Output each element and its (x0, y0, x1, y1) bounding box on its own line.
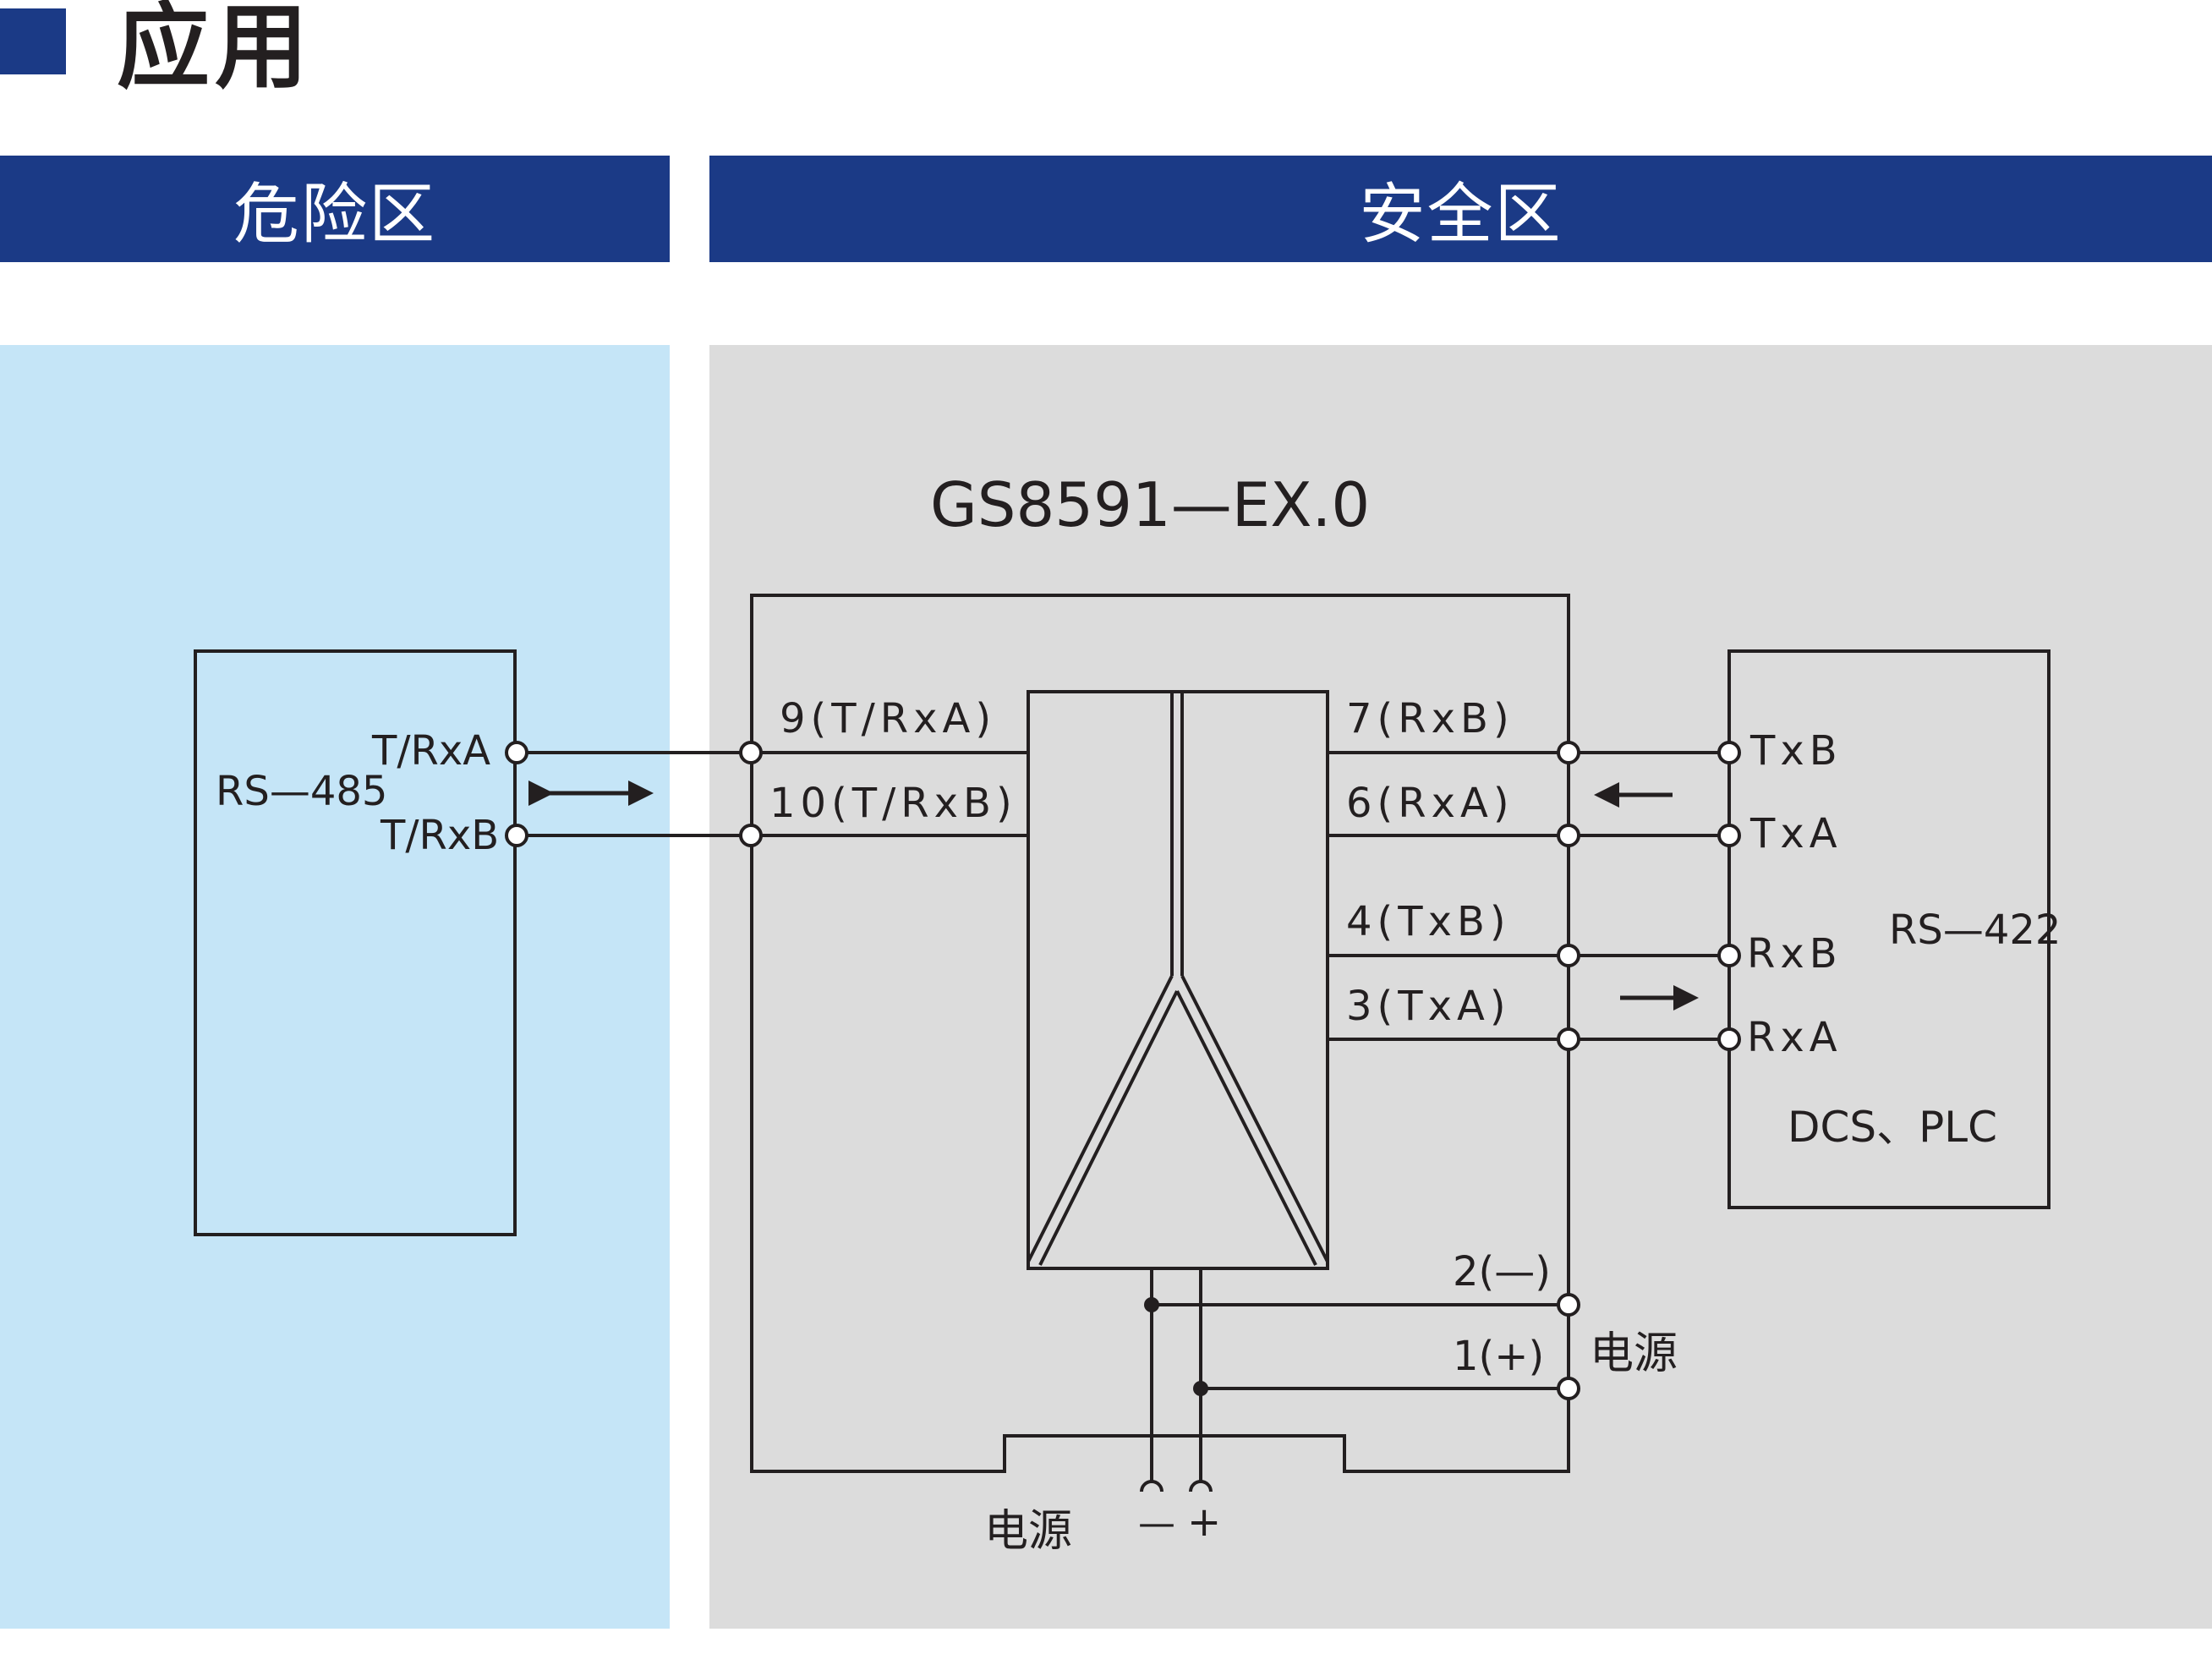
rs422-device-box (1727, 649, 2050, 1209)
safe-zone-header: 安全区 (709, 156, 2212, 262)
dcs-plc-label: DCS、PLC (1788, 1103, 1997, 1152)
power-side-label: 电源 (1590, 1328, 1678, 1379)
rs485-terminal-b-label: T/RxB (380, 812, 499, 859)
terminal-rs422-txa (1717, 824, 1741, 847)
terminal-6 (1557, 824, 1580, 847)
power-bottom-label: 电源 (984, 1506, 1072, 1557)
rs422-txb-label: TxB (1749, 727, 1842, 775)
terminal-4 (1557, 944, 1580, 967)
terminal-7 (1557, 741, 1580, 764)
plus-label: + (1187, 1498, 1221, 1546)
terminal-rs485-b (505, 824, 528, 847)
terminal-rs422-txb (1717, 741, 1741, 764)
terminal-circles (505, 741, 1741, 1400)
model-label: GS8591—EX.0 (930, 469, 1370, 540)
pin6-label: 6(RxA) (1346, 780, 1514, 827)
isolation-barrier-symbol (1027, 692, 1329, 1266)
isolator-housing (750, 594, 1570, 1473)
pin9-label: 9(T/RxA) (780, 695, 996, 742)
pin3-label: 3(TxA) (1346, 983, 1511, 1030)
terminal-9 (739, 741, 763, 764)
pin2-label: 2(—) (1453, 1248, 1551, 1295)
terminal-rs422-rxb (1717, 944, 1741, 967)
hazard-zone-area (0, 345, 670, 1629)
hazard-zone-header: 危险区 (0, 156, 670, 262)
pin10-label: 10(T/RxB) (769, 780, 1017, 827)
rs422-wires (1328, 751, 1729, 1041)
rs422-txa-label: TxA (1749, 810, 1842, 857)
rs485-terminal-a-label: T/RxA (371, 727, 490, 775)
terminal-2 (1557, 1293, 1580, 1317)
terminal-3 (1557, 1027, 1580, 1051)
pin1-label: 1(+) (1453, 1333, 1544, 1380)
rs485-label: RS—485 (216, 768, 387, 815)
terminal-10 (739, 824, 763, 847)
pin7-label: 7(RxB) (1346, 695, 1514, 742)
terminal-1 (1557, 1377, 1580, 1400)
safe-zone-area (709, 345, 2212, 1629)
title-marker (0, 8, 66, 74)
rs422-rxb-label: RxB (1747, 930, 1842, 978)
terminal-rs485-a (505, 741, 528, 764)
rs422-rxa-label: RxA (1747, 1014, 1842, 1061)
minus-label: — (1138, 1502, 1175, 1545)
power-wires (1140, 1268, 1569, 1492)
terminal-rs422-rxa (1717, 1027, 1741, 1051)
page-title: 应用 (117, 0, 313, 101)
pin4-label: 4(TxB) (1346, 898, 1511, 945)
rs422-label: RS—422 (1889, 906, 2061, 954)
rs485-device-box (194, 649, 517, 1236)
isolator-core (1027, 690, 1329, 1270)
junction-minus (1144, 1297, 1159, 1312)
junction-plus (1193, 1381, 1208, 1396)
rs485-wires (517, 751, 1028, 837)
